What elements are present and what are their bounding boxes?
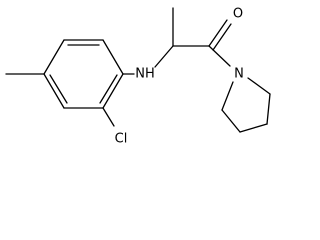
chloro-bond [102,107,115,127]
carbonyl-double-bond-a [208,19,228,47]
amine-nitrogen-label: NH [135,67,155,82]
pyrrolidine-bond-left [221,109,241,133]
ring-bond-lower-left [43,73,65,109]
carbonyl-nitrogen-bond [208,45,231,67]
chemical-structure-diagram: Cl NH O N [5,7,271,147]
ring-nitrogen-label: N [234,67,244,82]
nh-alpha-carbon-bond [154,45,174,68]
pyrrolidine-bond-n-left [221,81,234,111]
pyrrolidine-bond-bottom [239,123,268,133]
pyrrolidine-ring [221,77,271,133]
carbonyl-oxygen-label: O [233,7,243,22]
ring-bond-lower-right-inner [99,74,118,104]
pyrrolidine-bond-n-right [247,77,271,95]
ring-bond-upper-right [102,39,124,75]
ring-bond-lower-left-inner [49,74,68,104]
ring-bond-lower-right [102,73,124,109]
benzene-ring [43,39,124,109]
pyrrolidine-bond-right [266,93,271,125]
chlorine-atom-label: Cl [115,132,128,147]
carbonyl-double-bond-b [212,23,232,51]
ring-bond-upper-left [43,39,65,75]
